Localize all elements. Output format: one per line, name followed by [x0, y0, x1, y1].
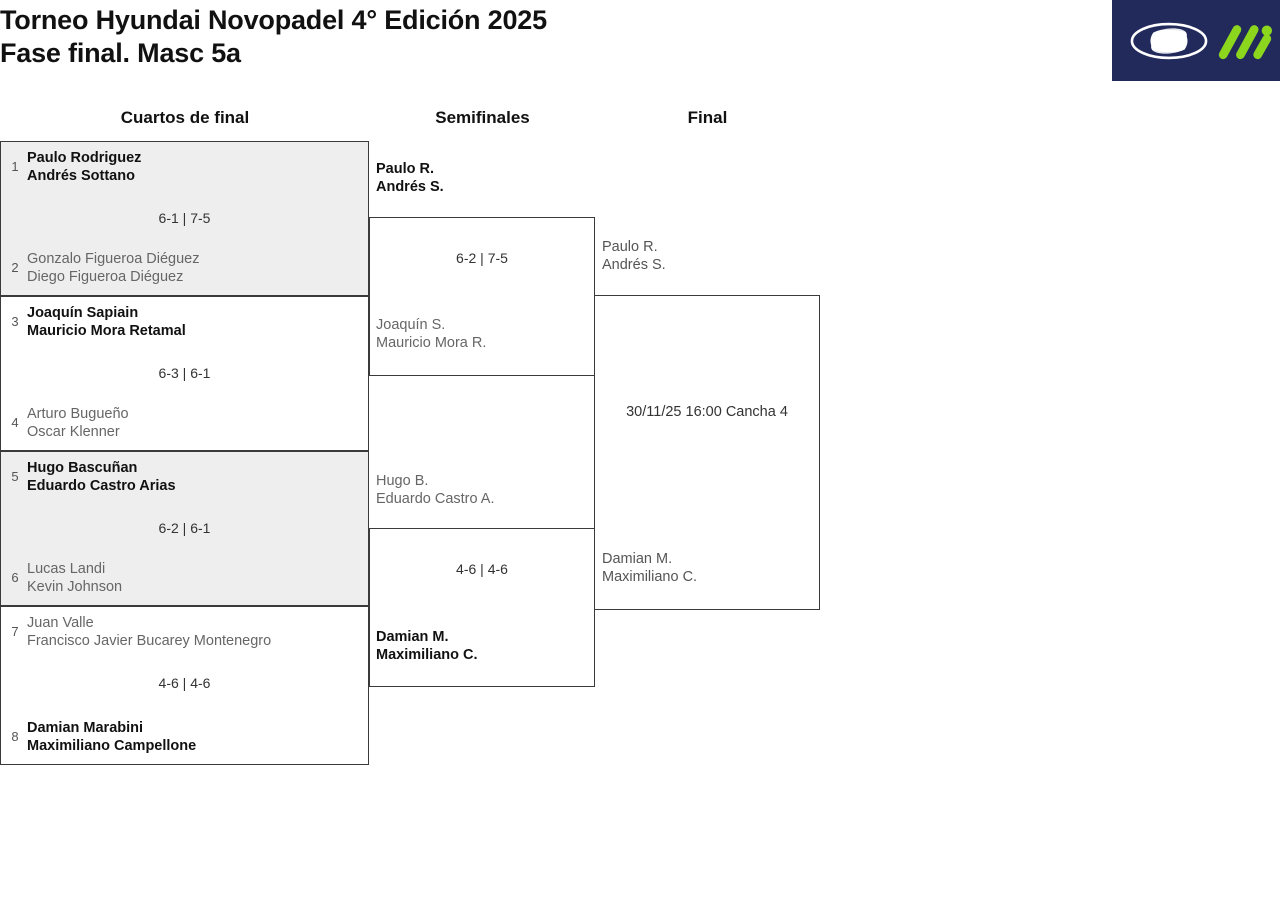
player-name: Gonzalo Figueroa Diéguez [27, 251, 200, 267]
player-name: Damian Marabini [27, 720, 144, 736]
semifinal-2-top-team[interactable]: Hugo B. Eduardo Castro A. [376, 472, 495, 508]
round-header-quarterfinals: Cuartos de final [120, 108, 250, 127]
semifinal-1-bottom-team[interactable]: Joaquín S. Mauricio Mora R. [376, 316, 486, 352]
player-name: Mauricio Mora Retamal [27, 323, 186, 339]
player-name: Arturo Bugueño [27, 406, 129, 422]
seed-number: 2 [11, 260, 19, 275]
player-name: Andrés S. [376, 179, 444, 195]
tournament-phase: Fase final. Masc 5a [0, 38, 241, 68]
player-name: Eduardo Castro A. [376, 491, 495, 507]
player-name: Oscar Klenner [27, 424, 120, 440]
semifinal-2-bottom-team[interactable]: Damian M. Maximiliano C. [376, 628, 478, 664]
match-score: 6-3 | 6-1 [158, 365, 211, 381]
match-score: 4-6 | 4-6 [158, 675, 211, 691]
tournament-name: Torneo Hyundai Novopadel 4° Edición 2025 [0, 5, 547, 35]
quarterfinal-match-3[interactable]: 5 Hugo Bascuñan Eduardo Castro Arias 6-2… [0, 451, 369, 606]
player-name: Andrés Sottano [27, 168, 135, 184]
match-score: 6-2 | 6-1 [158, 520, 211, 536]
player-name: Damian M. [602, 551, 673, 567]
player-name: Hugo B. [376, 473, 429, 489]
player-name: Andrés S. [602, 257, 666, 273]
match-score: 6-2 | 7-5 [456, 250, 508, 266]
final-bottom-team[interactable]: Damian M. Maximiliano C. [602, 550, 697, 586]
page-title: Torneo Hyundai Novopadel 4° Edición 2025… [0, 4, 547, 70]
team-entry[interactable]: Gonzalo Figueroa Diéguez Diego Figueroa … [27, 250, 200, 286]
seed-number: 6 [11, 570, 19, 585]
seed-number: 8 [11, 729, 19, 744]
seed-number: 5 [11, 469, 19, 484]
player-name: Eduardo Castro Arias [27, 478, 176, 494]
team-entry[interactable]: Joaquín Sapiain Mauricio Mora Retamal [27, 304, 186, 340]
team-entry[interactable]: Juan Valle Francisco Javier Bucarey Mont… [27, 614, 271, 650]
player-name: Joaquín S. [376, 317, 446, 333]
novopadel-logo-icon [1218, 25, 1273, 60]
player-name: Joaquín Sapiain [27, 305, 139, 321]
player-name: Francisco Javier Bucarey Montenegro [27, 633, 272, 649]
semifinal-match-2[interactable]: 4-6 | 4-6 [369, 528, 595, 687]
match-score: 4-6 | 4-6 [456, 561, 508, 577]
semifinal-match-1[interactable]: 6-2 | 7-5 [369, 217, 595, 376]
final-top-team[interactable]: Paulo R. Andrés S. [602, 238, 666, 274]
player-name: Mauricio Mora R. [376, 335, 487, 351]
seed-number: 3 [11, 314, 19, 329]
player-name: Diego Figueroa Diéguez [27, 269, 184, 285]
final-match[interactable]: 30/11/25 16:00 Cancha 4 [594, 295, 820, 610]
round-header-final: Final [687, 108, 728, 127]
seed-number: 4 [11, 415, 19, 430]
team-entry[interactable]: Damian Marabini Maximiliano Campellone [27, 719, 196, 755]
quarterfinal-match-2[interactable]: 3 Joaquín Sapiain Mauricio Mora Retamal … [0, 296, 369, 451]
team-entry[interactable]: Lucas Landi Kevin Johnson [27, 560, 122, 596]
player-name: Damian M. [376, 629, 449, 645]
player-name: Maximiliano C. [376, 647, 478, 663]
seed-number: 7 [11, 624, 19, 639]
player-name: Paulo R. [602, 239, 658, 255]
match-score: 6-1 | 7-5 [158, 210, 211, 226]
quarterfinal-match-4[interactable]: 7 Juan Valle Francisco Javier Bucarey Mo… [0, 606, 369, 765]
player-name: Lucas Landi [27, 561, 106, 577]
player-name: Maximiliano C. [602, 569, 698, 585]
seed-number: 1 [11, 159, 19, 174]
player-name: Hugo Bascuñan [27, 460, 138, 476]
semifinal-1-top-team[interactable]: Paulo R. Andrés S. [376, 160, 444, 196]
round-header-semifinals: Semifinales [435, 108, 530, 127]
team-entry[interactable]: Hugo Bascuñan Eduardo Castro Arias [27, 459, 176, 495]
player-name: Juan Valle [27, 615, 94, 631]
player-name: Paulo Rodriguez [27, 150, 142, 166]
team-entry[interactable]: Arturo Bugueño Oscar Klenner [27, 405, 129, 441]
sponsor-logo-banner [1112, 0, 1280, 81]
page-header: Torneo Hyundai Novopadel 4° Edición 2025… [0, 0, 1280, 81]
player-name: Kevin Johnson [27, 579, 123, 595]
match-schedule: 30/11/25 16:00 Cancha 4 [626, 404, 788, 420]
player-name: Paulo R. [376, 161, 435, 177]
player-name: Maximiliano Campellone [27, 738, 197, 754]
quarterfinal-match-1[interactable]: 1 Paulo Rodriguez Andrés Sottano 6-1 | 7… [0, 141, 369, 296]
hyundai-logo-icon [1130, 22, 1208, 60]
team-entry[interactable]: Paulo Rodriguez Andrés Sottano [27, 149, 141, 185]
